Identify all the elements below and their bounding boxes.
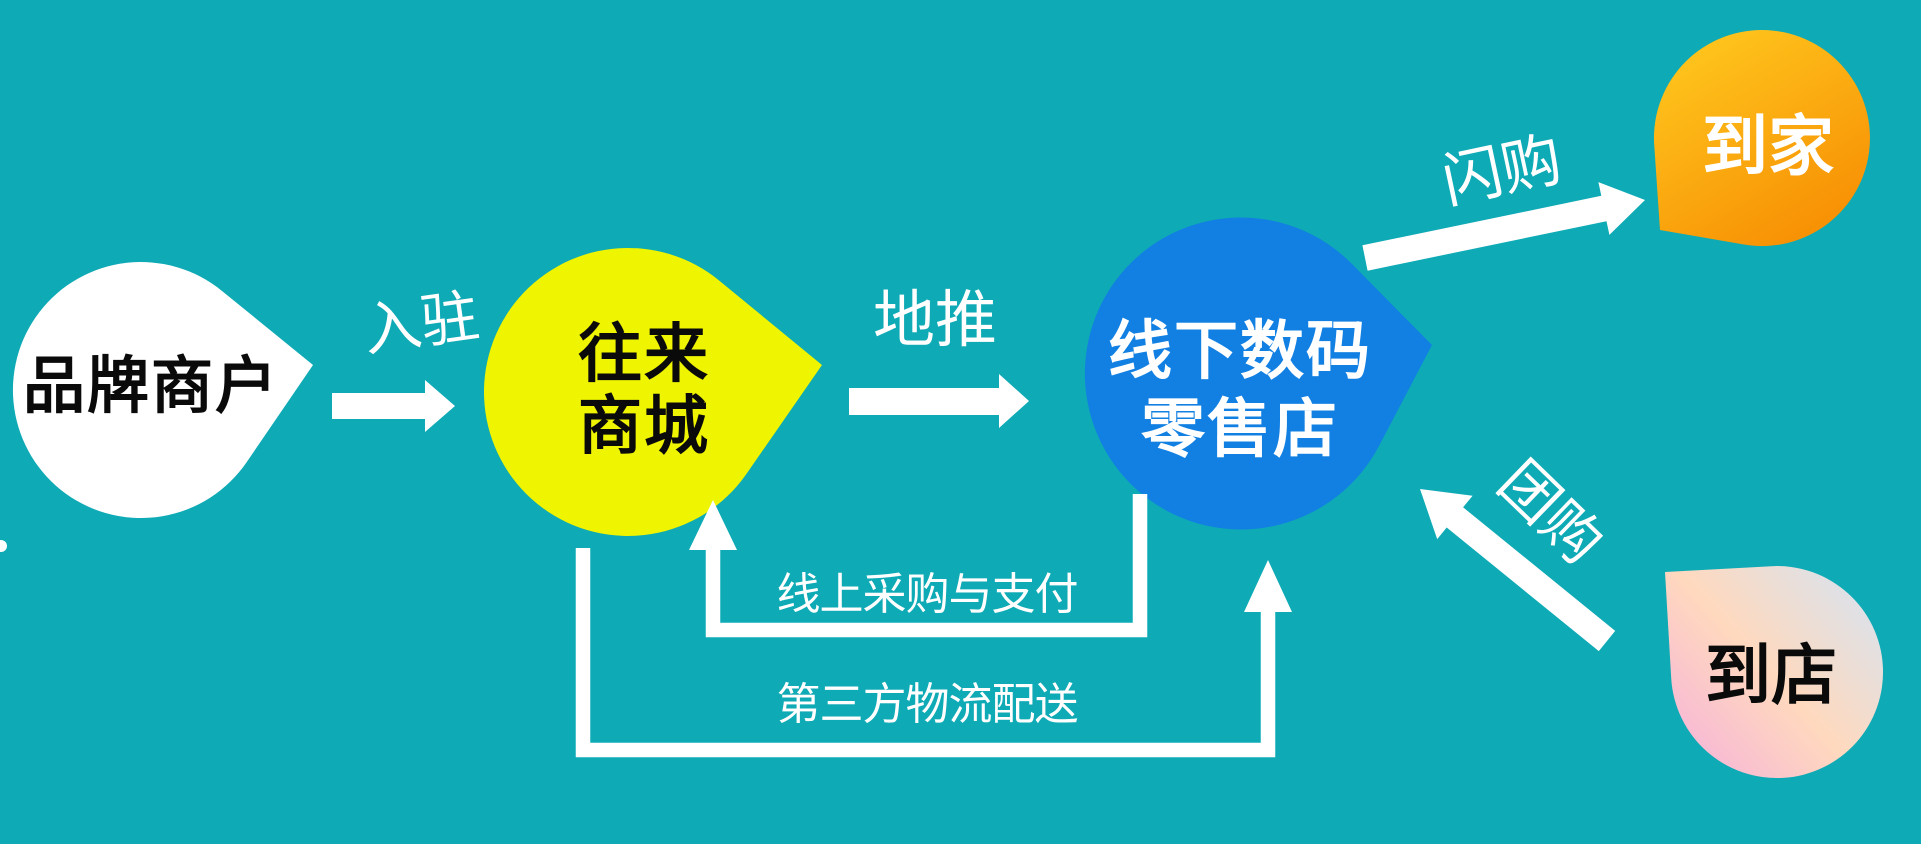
node-wanglai-mall-shape (483, 247, 822, 536)
arrow-group-purchase-icon (1420, 489, 1616, 652)
node-to-store-shape (1665, 566, 1884, 779)
arrow-onboarding-icon (332, 380, 455, 432)
connector-online-purchase (705, 494, 1148, 638)
arrowhead-online-purchase-icon (689, 500, 737, 550)
node-to-home-shape (1653, 30, 1870, 247)
node-offline-store-shape (1084, 217, 1432, 530)
connector-third-party-logistics (575, 548, 1276, 758)
arrowhead-third-party-logistics-icon (1244, 560, 1292, 612)
arrow-ground-promotion-icon (849, 374, 1029, 428)
arrow-flash-purchase-icon (1362, 182, 1645, 271)
edge-speck (0, 540, 7, 552)
node-brand-merchants-shape (12, 262, 314, 519)
